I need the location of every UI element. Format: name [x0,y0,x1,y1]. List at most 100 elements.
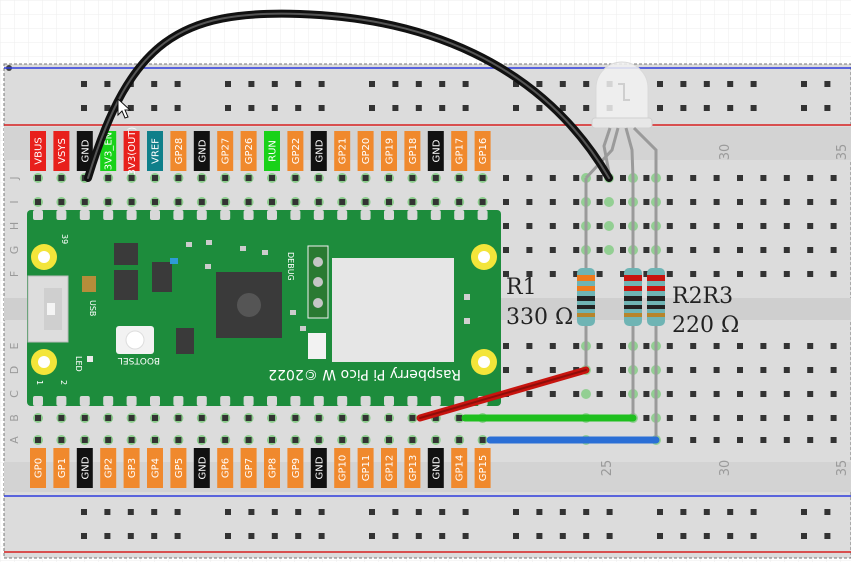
breadboard-hole[interactable] [643,367,650,373]
rail-hole[interactable] [801,105,807,111]
rail-hole[interactable] [248,105,255,111]
breadboard-hole[interactable] [128,415,135,421]
breadboard-hole[interactable] [713,391,720,397]
rail-hole[interactable] [127,533,134,539]
breadboard-hole[interactable] [245,199,252,205]
breadboard-hole[interactable] [620,391,626,397]
rail-hole[interactable] [318,105,325,111]
breadboard-hole[interactable] [807,175,814,181]
rail-hole[interactable] [248,509,255,515]
breadboard-hole[interactable] [643,343,650,349]
breadboard-hole[interactable] [245,437,252,443]
rail-hole[interactable] [462,509,469,515]
rail-hole[interactable] [81,533,87,539]
rail-hole[interactable] [750,509,757,515]
breadboard-hole[interactable] [783,223,790,229]
breadboard-hole[interactable] [456,175,463,181]
breadboard-hole[interactable] [643,175,650,181]
breadboard-hole[interactable] [198,415,205,421]
breadboard-hole[interactable] [713,247,720,253]
rail-hole[interactable] [680,533,687,539]
rail-hole[interactable] [392,81,399,87]
breadboard-hole[interactable] [175,199,182,205]
rail-hole[interactable] [559,533,566,539]
rail-hole[interactable] [703,509,710,515]
breadboard-hole[interactable] [549,199,556,205]
breadboard-hole[interactable] [830,175,837,181]
breadboard-hole[interactable] [596,367,603,373]
breadboard-hole[interactable] [198,199,205,205]
rail-hole[interactable] [727,81,734,87]
breadboard-hole[interactable] [737,175,743,181]
rail-hole[interactable] [657,81,663,87]
breadboard-hole[interactable] [690,343,697,349]
rail-hole[interactable] [369,509,375,515]
breadboard-hole[interactable] [620,223,626,229]
breadboard-hole[interactable] [456,199,463,205]
rail-hole[interactable] [295,533,302,539]
breadboard-hole[interactable] [409,415,416,421]
breadboard-hole[interactable] [737,437,743,443]
rail-hole[interactable] [415,509,422,515]
rail-hole[interactable] [415,105,422,111]
breadboard-hole[interactable] [432,437,439,443]
breadboard-hole[interactable] [713,199,720,205]
rail-hole[interactable] [151,509,158,515]
rail-hole[interactable] [727,509,734,515]
breadboard-hole[interactable] [643,199,650,205]
rail-hole[interactable] [680,81,687,87]
rail-hole[interactable] [81,105,87,111]
rail-hole[interactable] [225,533,231,539]
rail-hole[interactable] [104,533,111,539]
breadboard-hole[interactable] [386,415,392,421]
rail-hole[interactable] [369,105,375,111]
breadboard-hole[interactable] [737,343,743,349]
breadboard-hole[interactable] [315,175,322,181]
rail-hole[interactable] [559,105,566,111]
breadboard-hole[interactable] [620,199,626,205]
breadboard-hole[interactable] [830,271,837,277]
breadboard-hole[interactable] [175,175,182,181]
breadboard-hole[interactable] [526,199,533,205]
breadboard-hole[interactable] [526,343,533,349]
breadboard-hole[interactable] [81,437,88,443]
breadboard-hole[interactable] [643,391,650,397]
breadboard-hole[interactable] [503,343,509,349]
breadboard-hole[interactable] [35,437,41,443]
rail-hole[interactable] [104,509,111,515]
breadboard-hole[interactable] [573,223,580,229]
breadboard-hole[interactable] [666,367,673,373]
breadboard-hole[interactable] [549,175,556,181]
breadboard-hole[interactable] [713,415,720,421]
breadboard-hole[interactable] [175,415,182,421]
breadboard-hole[interactable] [596,223,603,229]
breadboard-hole[interactable] [666,247,673,253]
breadboard-hole[interactable] [503,271,509,277]
breadboard-hole[interactable] [783,391,790,397]
rail-hole[interactable] [462,533,469,539]
breadboard-hole[interactable] [339,175,346,181]
breadboard-hole[interactable] [526,247,533,253]
breadboard-hole[interactable] [713,223,720,229]
breadboard-hole[interactable] [760,199,767,205]
breadboard-hole[interactable] [339,199,346,205]
rail-hole[interactable] [81,509,87,515]
breadboard-hole[interactable] [666,175,673,181]
rail-hole[interactable] [225,509,231,515]
rail-hole[interactable] [151,105,158,111]
breadboard-hole[interactable] [222,175,229,181]
rail-hole[interactable] [439,509,446,515]
rail-hole[interactable] [801,509,807,515]
breadboard-hole[interactable] [690,367,697,373]
breadboard-hole[interactable] [830,367,837,373]
rail-hole[interactable] [369,533,375,539]
breadboard-hole[interactable] [58,175,65,181]
breadboard-hole[interactable] [245,415,252,421]
rail-hole[interactable] [392,533,399,539]
rail-hole[interactable] [583,105,590,111]
rail-hole[interactable] [462,81,469,87]
breadboard-hole[interactable] [269,199,275,205]
rail-hole[interactable] [369,81,375,87]
breadboard-hole[interactable] [245,175,252,181]
rail-hole[interactable] [680,509,687,515]
